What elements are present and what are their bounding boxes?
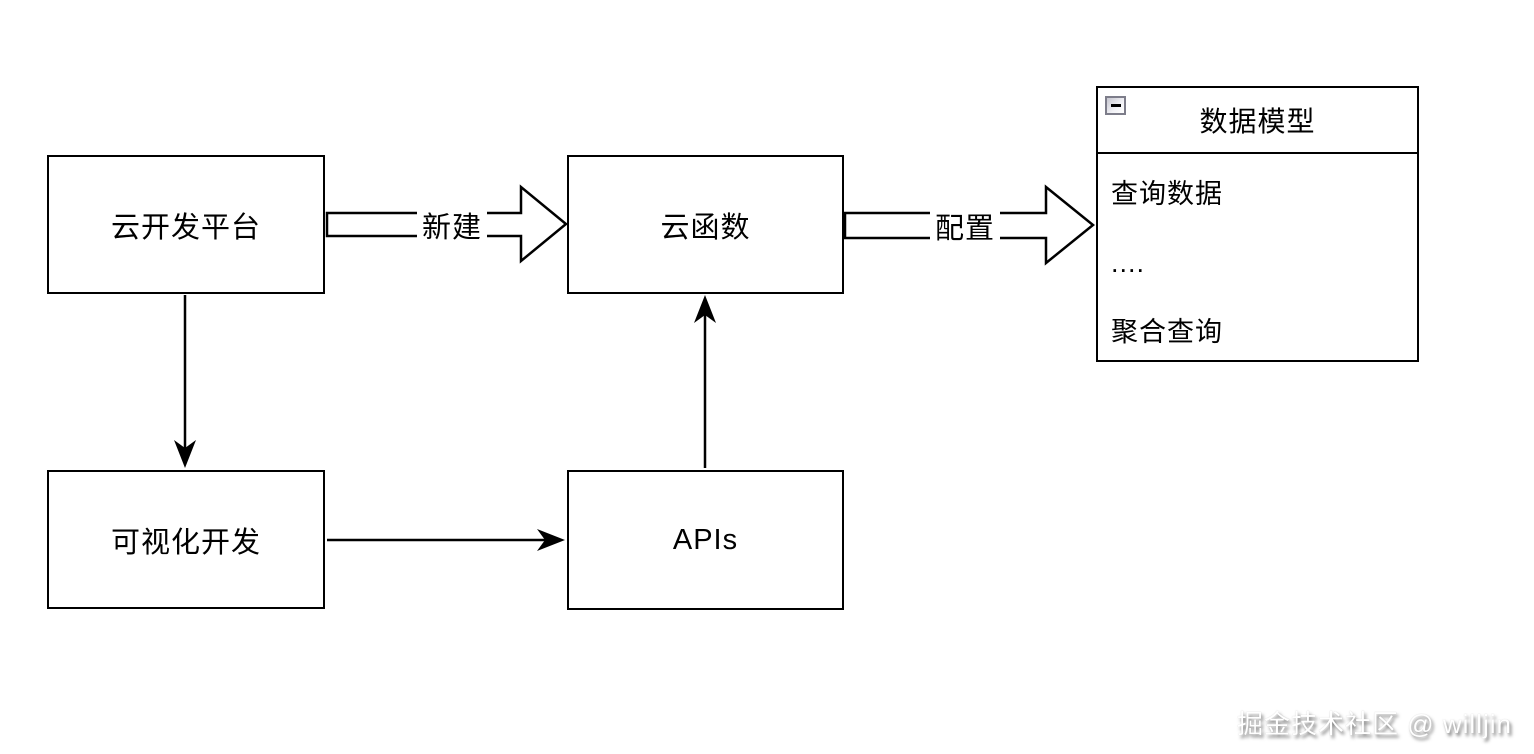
arrowhead-visualdev-to-apis [537,529,565,551]
data-model-item: .... [1111,248,1146,278]
data-model-item: 聚合查询 [1111,317,1223,347]
node-visual-dev-label: 可视化开发 [110,526,261,559]
edge-label-create: 新建 [416,204,488,246]
node-cloud-function-label: 云函数 [660,211,751,244]
node-visual-dev: 可视化开发 [47,470,325,609]
data-model-header: 数据模型 [1098,88,1417,154]
node-cloud-function: 云函数 [567,155,844,294]
minus-icon [1110,104,1121,107]
node-cloud-platform: 云开发平台 [47,155,325,294]
node-cloud-platform-label: 云开发平台 [110,211,261,244]
arrowhead-apis-to-function [694,295,716,323]
node-apis-label: APIs [672,523,739,556]
arrowhead-platform-to-visualdev [174,440,196,468]
node-data-model: 数据模型 查询数据 .... 聚合查询 [1096,86,1419,362]
data-model-item: 查询数据 [1111,179,1223,209]
watermark-text: 掘金技术社区 @ willjin [1237,709,1512,739]
node-apis: APIs [567,470,844,610]
data-model-title: 数据模型 [1199,106,1316,137]
edge-label-configure: 配置 [929,205,1001,247]
collapse-button[interactable] [1105,96,1126,115]
